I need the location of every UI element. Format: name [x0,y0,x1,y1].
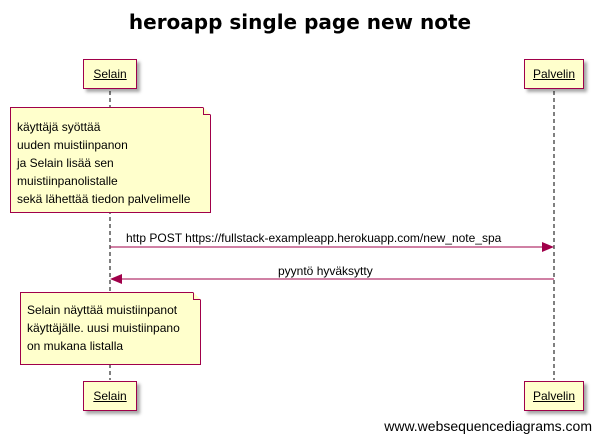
response-message-label: pyyntö hyväksytty [278,264,373,278]
note-line: käyttäjä syöttää [17,120,101,134]
request-arrowhead [542,242,554,252]
response-arrowhead [110,274,122,284]
participant-palvelin-top: Palvelin [524,59,584,89]
participant-selain-top: Selain [83,59,137,89]
note-line: on mukana listalla [27,339,124,353]
participant-selain-label: Selain [93,67,127,81]
participant-selain-bottom: Selain [83,381,137,411]
participant-palvelin-bottom: Palvelin [524,381,584,411]
note-line: sekä lähettää tiedon palvelimelle [17,192,191,206]
diagram-title: heroapp single page new note [128,10,472,34]
participant-selain-label: Selain [93,389,127,403]
participant-palvelin-label: Palvelin [532,389,576,403]
note-line: uuden muistiinpanon [17,138,128,152]
watermark: www.websequencediagrams.com [384,418,592,434]
participant-palvelin-label: Palvelin [532,67,576,81]
note-line: käyttäjälle. uusi muistiinpano [27,321,180,335]
note-line: ja Selain lisää sen [17,156,114,170]
request-message-label: http POST https://fullstack-exampleapp.h… [126,231,502,245]
note-user-input: käyttäjä syöttää uuden muistiinpanon ja … [10,107,211,213]
note-line: muistiinpanolistalle [17,174,118,188]
note-render-list: Selain näyttää muistiinpanot käyttäjälle… [20,292,201,365]
note-line: Selain näyttää muistiinpanot [27,303,178,317]
